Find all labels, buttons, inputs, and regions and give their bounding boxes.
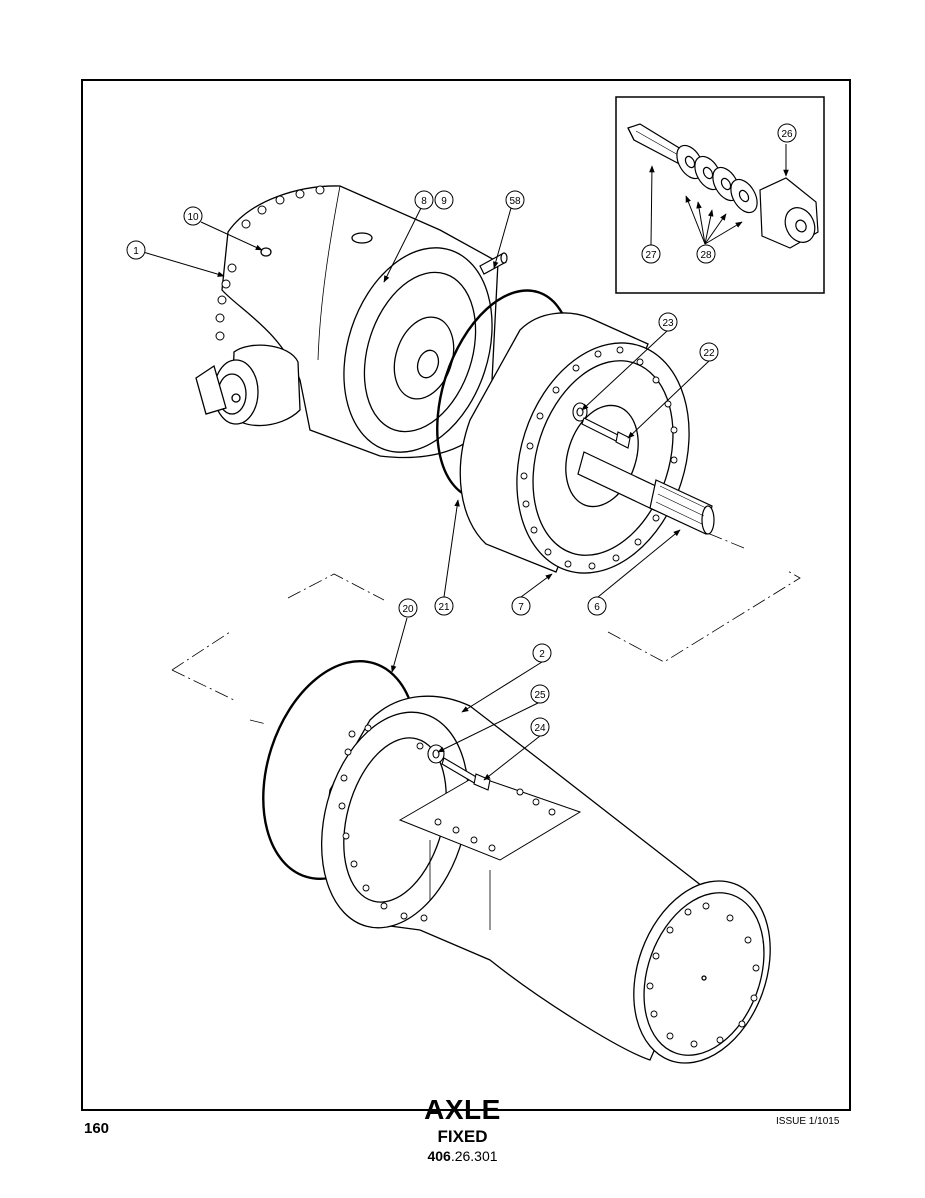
callout-8-label: 8 (421, 196, 427, 207)
callout-20-label: 20 (402, 604, 414, 615)
housing-bolt-heads (215, 185, 325, 341)
page-number: 160 (84, 1120, 110, 1137)
callout-23: 23 (658, 312, 678, 332)
pin-58 (479, 252, 508, 275)
callout-21-label: 21 (438, 602, 450, 613)
leader-lines (142, 144, 789, 781)
flange-bolt-holes (338, 724, 760, 1048)
section-number: 406.26.301 (0, 1148, 925, 1164)
section-number-suffix: .26.301 (450, 1148, 498, 1164)
issue-label: ISSUE 1/1015 (776, 1116, 840, 1127)
callout-24-label: 24 (534, 723, 546, 734)
callout-22-label: 22 (703, 348, 715, 359)
centre-lines (171, 531, 801, 725)
page-title: AXLE (424, 1094, 501, 1125)
callout-2-label: 2 (539, 649, 545, 660)
callout-21: 21 (434, 596, 454, 616)
callout-58-label: 58 (509, 196, 521, 207)
callout-20: 20 (398, 598, 418, 618)
callout-10-label: 10 (187, 212, 199, 223)
callout-28-label: 28 (700, 250, 712, 261)
half-shaft-6 (577, 451, 715, 535)
callout-1: 1 (126, 240, 146, 260)
callout-23-label: 23 (662, 318, 674, 329)
section-number-prefix: 406 (427, 1148, 451, 1164)
callout-10: 10 (183, 206, 203, 226)
callouts: 1 10 8 9 58 26 27 28 23 22 21 7 6 20 2 2… (126, 123, 797, 737)
callout-26: 26 (777, 123, 797, 143)
inset-box (615, 96, 825, 294)
differential-housing (195, 185, 499, 459)
callout-7: 7 (511, 596, 531, 616)
callout-26-label: 26 (781, 129, 793, 140)
brake-housing-7 (459, 312, 690, 574)
callout-2: 2 (532, 643, 552, 663)
hub-bolt-holes (520, 346, 678, 570)
callout-27: 27 (641, 244, 661, 264)
callout-22: 22 (699, 342, 719, 362)
callout-6-label: 6 (594, 602, 600, 613)
callout-6: 6 (587, 596, 607, 616)
callout-27-label: 27 (645, 250, 657, 261)
axle-housing-2 (320, 695, 771, 1064)
inset-shaft-assembly (627, 123, 819, 249)
callout-25-label: 25 (534, 690, 546, 701)
callout-24: 24 (530, 717, 550, 737)
callout-9: 9 (434, 190, 454, 210)
callout-7-label: 7 (518, 602, 524, 613)
callout-8: 8 (414, 190, 434, 210)
callout-58: 58 (505, 190, 525, 210)
callout-9-label: 9 (441, 196, 447, 207)
page-border (81, 79, 851, 1111)
callout-1-label: 1 (133, 246, 139, 257)
callout-25: 25 (530, 684, 550, 704)
callout-28: 28 (696, 244, 716, 264)
page-subtitle: FIXED (437, 1127, 488, 1146)
